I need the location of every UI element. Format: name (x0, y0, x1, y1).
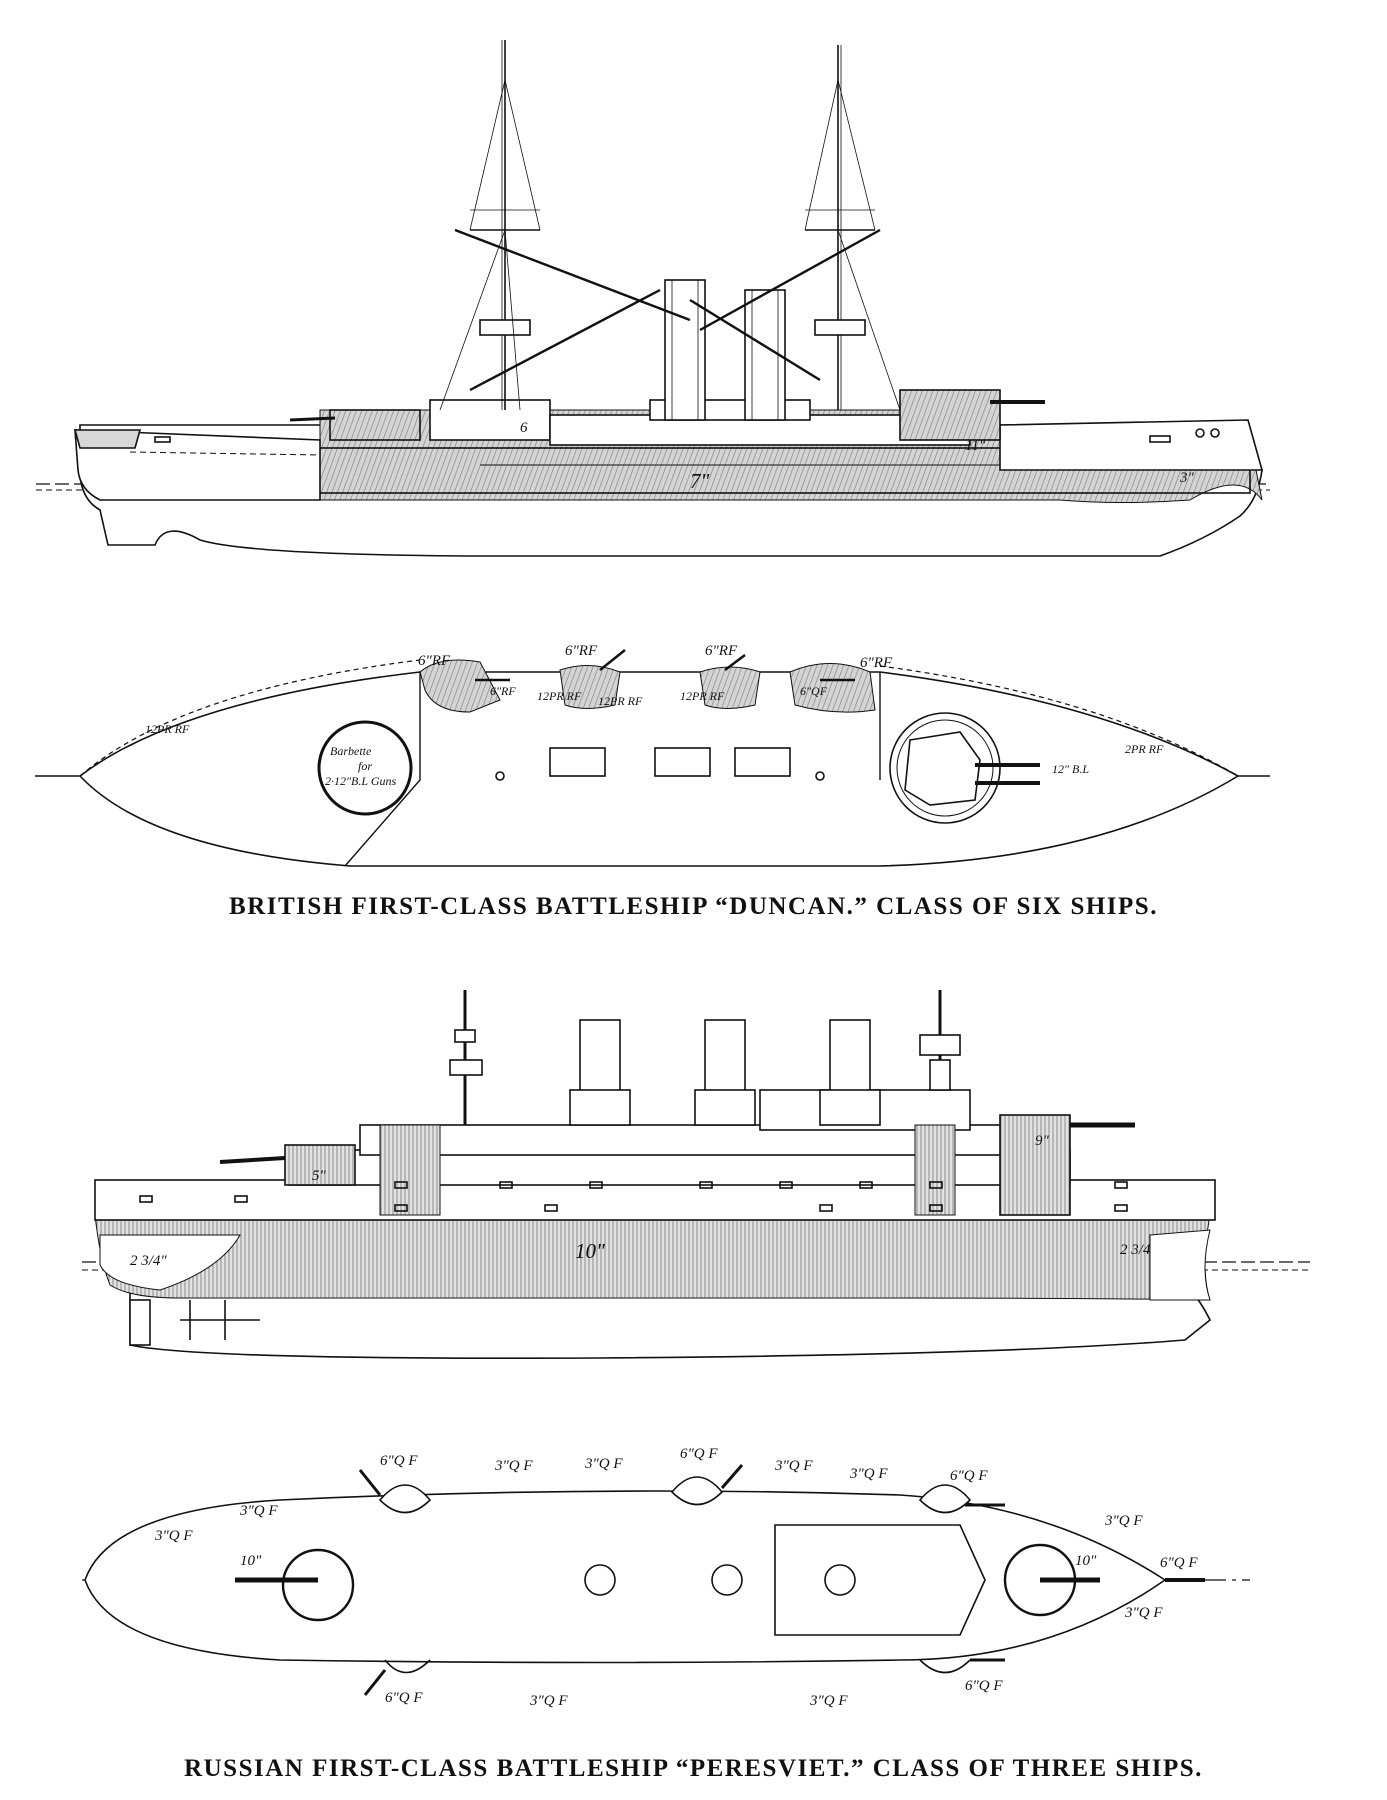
duncan-barbette-label-2: for (358, 759, 372, 773)
peresviet-fwd-turret (281, 1548, 355, 1622)
peresviet-caption: RUSSIAN FIRST-CLASS BATTLESHIP “PERESVIE… (184, 1755, 1203, 1782)
duncan-fore-barbette (317, 720, 413, 816)
peresviet-bow-label-2: 3"Q F (239, 1503, 278, 1519)
peresviet-fwd-gun-label: 10" (240, 1553, 262, 1569)
peresviet-fwd-gun (219, 1156, 286, 1164)
peresviet-bottom-label-4: 6"Q F (965, 1678, 1003, 1694)
duncan-casemate-4 (789, 663, 876, 713)
duncan-small-gun-label-5: 2PR RF (1125, 742, 1164, 756)
peresviet-funnel-3 (829, 1019, 871, 1101)
duncan-gun-label-6: 6"QF (800, 684, 828, 698)
peresviet-stern-label-3: 3"Q F (1124, 1605, 1163, 1621)
peresviet-top-label-2: 3"Q F (494, 1458, 533, 1474)
peresviet-aft-casemate-label: 9" (1035, 1133, 1050, 1149)
peresviet-casemate-fwd-port (378, 1484, 432, 1514)
duncan-side-profile: 7" 3" 6 11" (36, 40, 1270, 557)
peresviet-bottom-label-3: 3"Q F (809, 1693, 848, 1709)
duncan-gun-label-1: 6"RF (418, 653, 451, 669)
duncan-small-gun-label-2: 12PR RF (537, 689, 582, 703)
peresviet-top-label-7: 6"Q F (950, 1468, 988, 1484)
duncan-caption: BRITISH FIRST-CLASS BATTLESHIP “DUNCAN.”… (229, 893, 1158, 920)
peresviet-aft-gun-label: 10" (1075, 1553, 1097, 1569)
peresviet-fwd-casemate (284, 1144, 356, 1186)
peresviet-plan-view: 6"Q F 3"Q F 3"Q F 6"Q F 3"Q F 3"Q F 6"Q … (82, 1446, 1250, 1709)
duncan-aft-turret (899, 389, 1001, 441)
peresviet-top-label-4: 6"Q F (680, 1446, 718, 1462)
peresviet-casemate-mid-port (670, 1476, 724, 1506)
peresviet-bow-label-1: 3"Q F (154, 1528, 193, 1544)
duncan-main-mast (804, 45, 901, 411)
peresviet-casemate-aft-port (918, 1484, 972, 1514)
peresviet-stern-label-1: 3"Q F (1104, 1513, 1143, 1529)
peresviet-funnel-1 (579, 1019, 621, 1101)
peresviet-fore-mast (449, 990, 483, 1125)
peresviet-bottom-label-1: 6"Q F (385, 1690, 423, 1706)
duncan-turret-label: 11" (965, 438, 986, 454)
duncan-gun-label-2: 6"RF (565, 643, 598, 659)
peresviet-belt-label: 10" (575, 1239, 605, 1263)
duncan-casemate-1 (419, 659, 501, 713)
peresviet-bow-armor-label: 2 3/4" (130, 1253, 167, 1269)
duncan-belt-label: 7" (690, 469, 710, 493)
duncan-end-belt-label: 3" (1179, 470, 1195, 486)
peresviet-aft-casemate (999, 1114, 1071, 1216)
peresviet-stern-armor-label: 2 3/4 (1120, 1242, 1151, 1258)
duncan-gun-label-3: 6"RF (705, 643, 738, 659)
duncan-fore-gun (289, 416, 336, 422)
duncan-quarterdeck (999, 419, 1264, 471)
peresviet-side-profile: 10" 2 3/4" 2 3/4 5" 9" (82, 990, 1310, 1360)
duncan-small-gun-label-1: 12PR RF (145, 722, 190, 736)
peresviet-armor-belt (94, 1214, 1211, 1301)
duncan-barbette-label-1: Barbette (330, 744, 372, 758)
peresviet-top-label-3: 3"Q F (584, 1456, 623, 1472)
peresviet-fwd-casemate-label: 5" (312, 1168, 327, 1184)
duncan-casemate-2 (559, 665, 621, 709)
duncan-fore-turret (329, 409, 421, 441)
duncan-gun-label-4: 6"RF (860, 655, 893, 671)
peresviet-hull (129, 1289, 1212, 1360)
peresviet-top-label-1: 6"Q F (380, 1453, 418, 1469)
duncan-casemate-3 (699, 666, 761, 709)
duncan-forecastle (74, 429, 321, 501)
duncan-battery-label: 6 (520, 420, 528, 436)
peresviet-top-label-5: 3"Q F (774, 1458, 813, 1474)
peresviet-aft-superstructure (774, 1524, 986, 1636)
peresviet-propellers (129, 1299, 260, 1346)
duncan-boat-derricks (454, 228, 881, 392)
peresviet-top-label-6: 3"Q F (849, 1466, 888, 1482)
duncan-main-gun-label: 12" B.L (1052, 762, 1089, 776)
duncan-small-gun-label-4: 12PR RF (680, 689, 725, 703)
duncan-barbette-label-3: 2·12"B.L Guns (325, 774, 396, 788)
duncan-gun-label-5: 6"RF (490, 684, 516, 698)
duncan-small-gun-label-3: 12PR RF (598, 694, 643, 708)
duncan-fore-funnel (664, 279, 706, 421)
duncan-fore-mast (439, 40, 541, 411)
duncan-aft-turret-plan (904, 731, 981, 806)
duncan-plan-view: 6"RF 6"RF 6"RF 6"RF 6"RF 6"QF 12PR RF 12… (35, 643, 1270, 867)
peresviet-funnel-2 (704, 1019, 746, 1101)
peresviet-main-mast (919, 990, 961, 1091)
peresviet-bottom-label-2: 3"Q F (529, 1693, 568, 1709)
peresviet-stern-label-2: 6"Q F (1160, 1555, 1198, 1571)
